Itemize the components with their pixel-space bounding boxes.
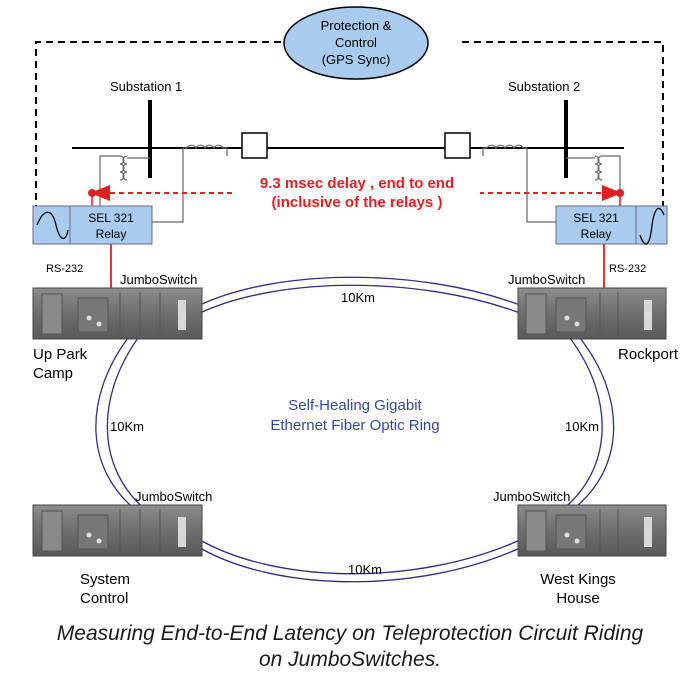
pc-label-line1: Protection & — [321, 18, 392, 33]
fiber-ring — [95, 276, 615, 583]
site-up-park-line1: Up Park — [33, 346, 88, 363]
switch-up-park — [32, 287, 203, 340]
site-up-park-line2: Camp — [33, 365, 73, 382]
relay-right-line1: SEL 321 — [573, 211, 619, 225]
delay-label-line2: (inclusive of the relays ) — [272, 194, 443, 211]
site-west-kings-line2: House — [556, 590, 599, 607]
switch-system-control — [32, 504, 203, 557]
pc-label-line3: (GPS Sync) — [322, 52, 391, 67]
jumboswitch-label-rockport: JumboSwitch — [508, 272, 585, 287]
rs232-right-label: RS-232 — [609, 263, 646, 275]
pc-label-line2: Control — [335, 35, 377, 50]
relay-right: SEL 321 Relay — [555, 205, 668, 245]
distance-bottom: 10Km — [348, 562, 382, 577]
site-system-control-line1: System — [80, 571, 130, 588]
distance-right: 10Km — [565, 419, 599, 434]
sine-wave-icon — [639, 207, 665, 245]
site-system-control-line2: Control — [80, 590, 128, 607]
protection-control-node: Protection & Control (GPS Sync) — [283, 6, 429, 80]
relay-left-line2: Relay — [96, 227, 127, 241]
substation-2-label: Substation 2 — [508, 79, 580, 94]
site-west-kings-line1: West Kings — [540, 571, 616, 588]
distance-left: 10Km — [110, 419, 144, 434]
site-rockport: Rockport — [618, 346, 679, 363]
relay-left-line1: SEL 321 — [88, 211, 134, 225]
delay-label-line1: 9.3 msec delay , end to end — [260, 175, 454, 192]
jumboswitch-label-up-park: JumboSwitch — [120, 272, 197, 287]
switch-west-kings — [517, 504, 667, 557]
distance-top: 10Km — [341, 290, 375, 305]
ring-label-line2: Ethernet Fiber Optic Ring — [270, 417, 439, 434]
gps-sync-dashed-link — [35, 41, 664, 212]
substation-1-label: Substation 1 — [110, 79, 182, 94]
caption-line1: Measuring End-to-End Latency on Teleprot… — [56, 622, 644, 645]
relay-right-line2: Relay — [581, 227, 612, 241]
rs232-left-label: RS-232 — [46, 263, 83, 275]
delay-measurement: 9.3 msec delay , end to end (inclusive o… — [88, 170, 624, 212]
relay-left: SEL 321 Relay — [32, 205, 153, 245]
ring-label-line1: Self-Healing Gigabit — [288, 397, 422, 414]
jumboswitch-label-system-control: JumboSwitch — [135, 489, 212, 504]
switch-rockport — [517, 287, 667, 340]
caption-line2: on JumboSwitches. — [258, 648, 442, 671]
power-line — [72, 100, 624, 178]
sine-wave-icon — [36, 211, 69, 240]
jumboswitch-label-west-kings: JumboSwitch — [493, 489, 570, 504]
